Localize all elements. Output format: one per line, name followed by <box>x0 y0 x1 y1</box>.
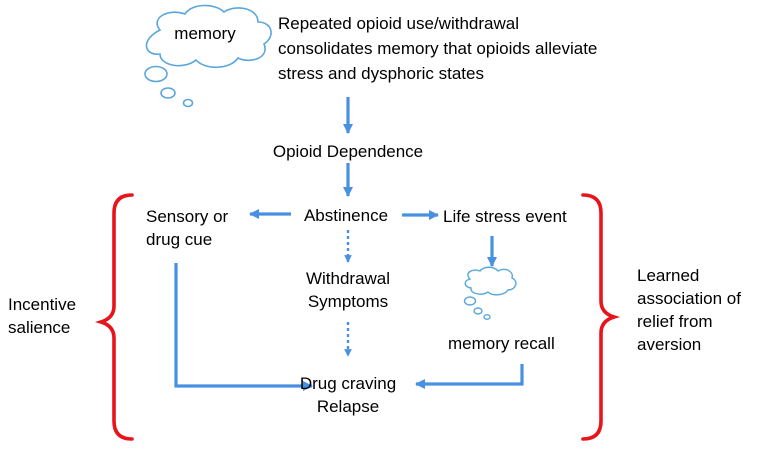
arrow-sensory-cue-to-craving <box>174 263 314 392</box>
memory-cloud-icon <box>144 4 272 108</box>
consolidation-text: Repeated opioid use/withdrawal consolida… <box>278 14 598 83</box>
memory-cloud-label: memory <box>174 24 236 43</box>
label-incentive-salience: Incentive salience <box>8 295 77 337</box>
node-abstinence: Abstinence <box>303 206 389 225</box>
left-brace <box>94 193 134 441</box>
arrow-recall-to-craving <box>414 364 524 390</box>
right-brace <box>581 193 621 441</box>
node-sensory-or-drug-cue: Sensory or drug cue <box>146 207 229 249</box>
memory-recall-cloud-icon <box>463 266 517 321</box>
node-life-stress-event: Life stress event <box>443 207 567 226</box>
node-withdrawal-symptoms: Withdrawal Symptoms <box>305 269 391 311</box>
node-opioid-dependence: Opioid Dependence <box>272 142 424 161</box>
node-memory-recall: memory recall <box>448 334 555 353</box>
node-drug-craving-relapse: Drug craving Relapse <box>299 374 397 416</box>
label-learned-association: Learned association of relief from avers… <box>637 266 741 354</box>
